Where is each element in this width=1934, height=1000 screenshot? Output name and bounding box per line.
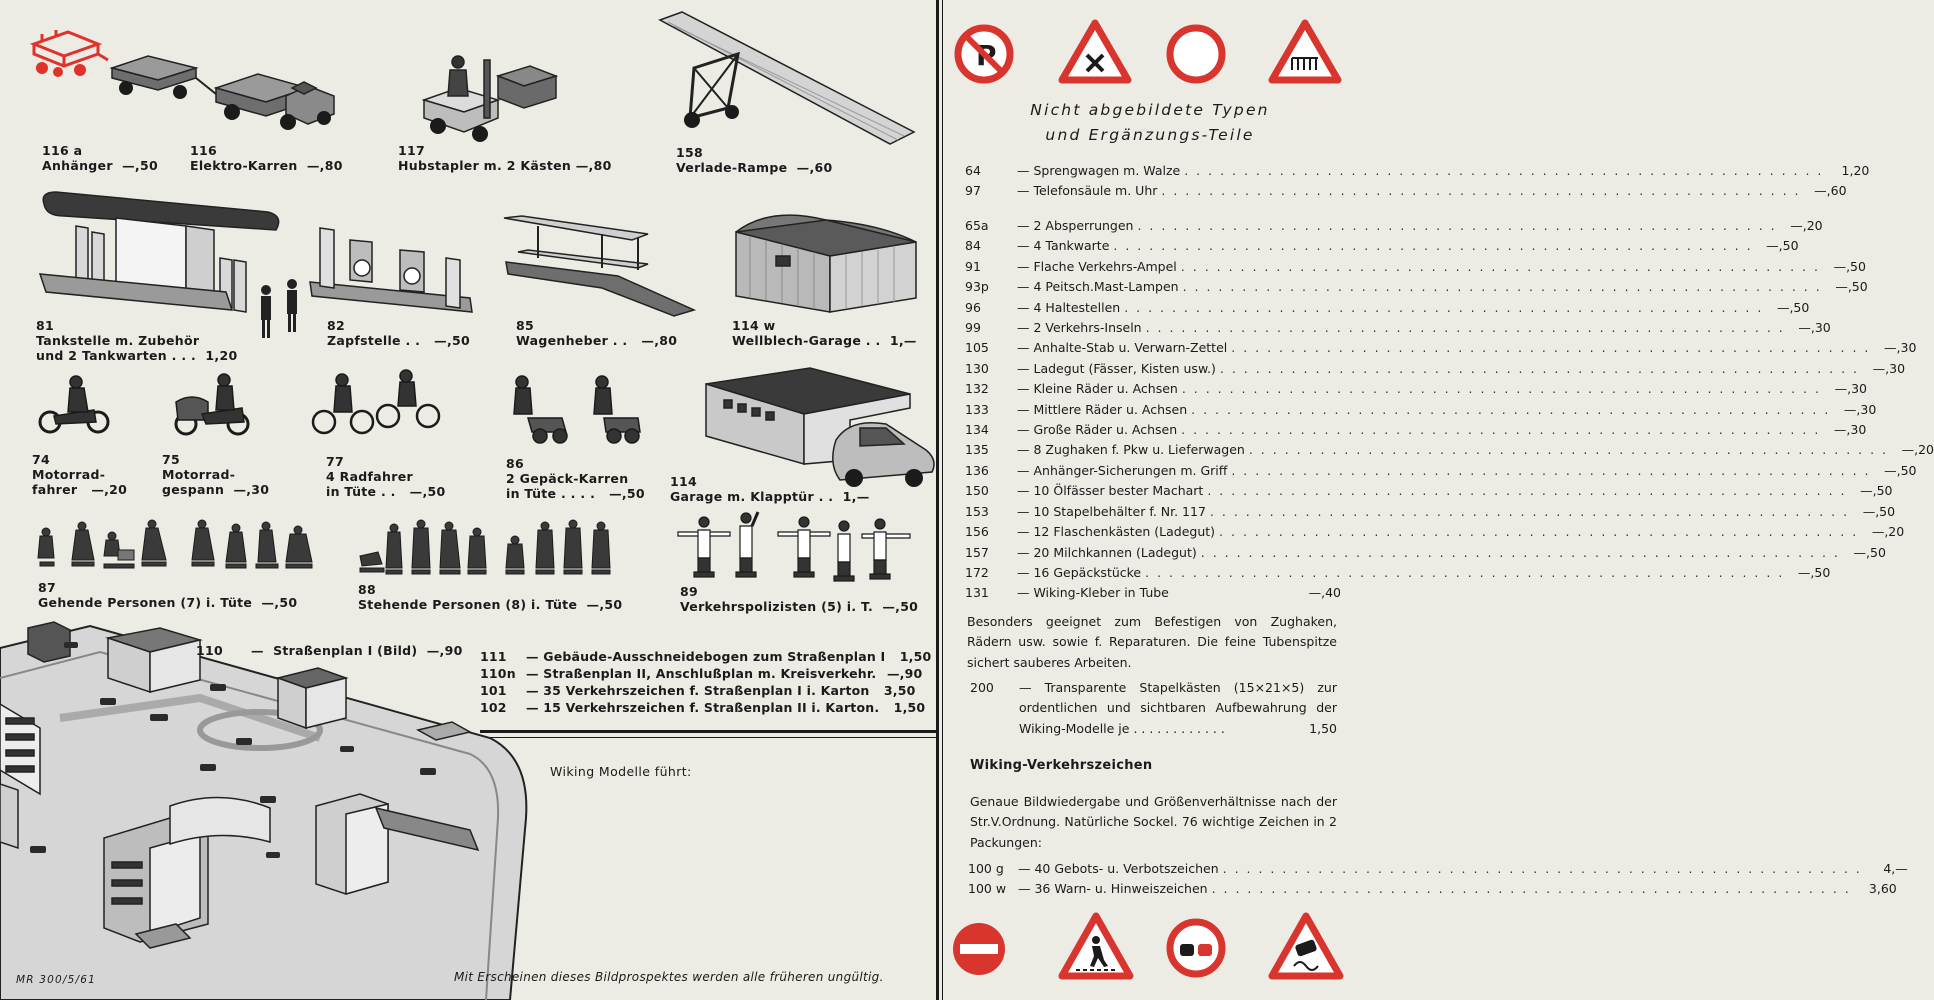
elektro-karren-116-image [108, 38, 344, 138]
footer-note: Mit Erscheinen dieses Bildprospektes wer… [454, 970, 884, 984]
motorradgespann-75-image [172, 372, 262, 444]
zapfstelle-82-image [300, 218, 480, 318]
tankstelle-81-image [36, 188, 308, 344]
wellblech-garage-114w-image [730, 212, 920, 322]
list-item: 133— Mittlere Räder u. Achsen—,30 [965, 400, 1876, 420]
no-vehicles-sign-icon [1166, 24, 1226, 88]
list-item: 134— Große Räder u. Achsen—,30 [965, 420, 1866, 440]
gehende-personen-87-image [32, 518, 328, 578]
pedestrian-warning-sign-icon [1058, 910, 1134, 986]
list-item: 65a— 2 Absperrungen—,20 [965, 216, 1823, 236]
list-item: 172— 16 Gepäckstücke—,50 [965, 563, 1830, 583]
extras-list-group2: 65a— 2 Absperrungen—,20 84— 4 Tankwarte—… [965, 216, 1934, 604]
slippery-road-sign-icon [1268, 910, 1344, 986]
list-item: 110n— Straßenplan II, Anschlußplan m. Kr… [480, 666, 923, 681]
list-item: 130— Ladegut (Fässer, Kisten usw.)—,30 [965, 359, 1905, 379]
gepaeck-karren-86-image [504, 374, 644, 446]
extras-list-group1: 64— Sprengwagen m. Walze1,20 97— Telefon… [965, 161, 1869, 202]
garage-klapptuer-114-image [700, 364, 940, 496]
no-entry-sign-icon [950, 920, 1008, 982]
dealer-box-label: Wiking Modelle führt: [550, 764, 692, 779]
dealer-box-top-line-inner [490, 737, 937, 738]
caption-110: 110— Straßenplan I (Bild) —,90 [196, 643, 463, 658]
list-item: 135— 8 Zughaken f. Pkw u. Lieferwagen—,2… [965, 440, 1934, 460]
radfahrer-77-image [311, 369, 442, 440]
no-overtaking-sign-icon [1166, 918, 1226, 982]
verkehrszeichen-list: 100 g— 40 Gebots- u. Verbotszeichen4,— 1… [968, 859, 1908, 900]
item-200: 200 — Transparente Stapelkästen (15×21×5… [970, 680, 1337, 736]
verkehrszeichen-heading: Wiking-Verkehrszeichen [970, 758, 1153, 773]
list-item: 93p— 4 Peitsch.Mast-Lampen—,50 [965, 277, 1868, 297]
print-code: MR 300/5/61 [16, 974, 97, 986]
list-item: 131— Wiking-Kleber in Tube—,40 [965, 585, 1341, 601]
list-item: 97— Telefonsäule m. Uhr—,60 [965, 181, 1847, 201]
hubstapler-117-image [418, 40, 559, 144]
wagenheber-85-image [498, 212, 698, 322]
list-item: 156— 12 Flaschenkästen (Ladegut)—,20 [965, 522, 1904, 542]
list-item: 91— Flache Verkehrs-Ampel—,50 [965, 257, 1866, 277]
verlade-rampe-158-image [634, 8, 920, 158]
kleber-note: Besonders geeignet zum Befestigen von Zu… [967, 614, 1337, 670]
extras-title-line1: Nicht abgebildete Typen [1030, 101, 1270, 119]
list-item: 150— 10 Ölfässer bester Machart—,50 [965, 481, 1893, 501]
list-item: 100 w— 36 Warn- u. Hinweiszeichen3,60 [968, 879, 1897, 899]
list-item: 64— Sprengwagen m. Walze1,20 [965, 161, 1869, 181]
column-divider-inner [942, 0, 943, 1000]
list-item: 153— 10 Stapelbehälter f. Nr. 117—,50 [965, 502, 1895, 522]
list-item: 111— Gebäude-Ausschneidebogen zum Straße… [480, 649, 932, 664]
list-item: 105— Anhalte-Stab u. Verwarn-Zettel—,30 [965, 338, 1916, 358]
list-item: 157— 20 Milchkannen (Ladegut)—,50 [965, 543, 1886, 563]
list-item: 84— 4 Tankwarte—,50 [965, 236, 1799, 256]
motorradfahrer-74-image [36, 372, 116, 442]
list-item: 96— 4 Haltestellen—,50 [965, 298, 1809, 318]
list-item: 136— Anhänger-Sicherungen m. Griff—,50 [965, 461, 1917, 481]
verkehrszeichen-text: Genaue Bildwiedergabe und Größenverhältn… [970, 794, 1337, 850]
list-item: 102— 15 Verkehrszeichen f. Straßenplan I… [480, 700, 926, 715]
verkehrspolizisten-89-image [674, 508, 914, 582]
level-crossing-sign-icon [1268, 18, 1342, 88]
crossroads-warning-sign-icon [1058, 18, 1132, 88]
no-parking-sign-icon: P [954, 24, 1014, 88]
strassenplan-110-image [0, 618, 530, 1000]
stehende-personen-88-image [356, 518, 626, 580]
dealer-box-top-line [480, 730, 937, 733]
list-item: 100 g— 40 Gebots- u. Verbotszeichen4,— [968, 859, 1908, 879]
trailer-116a-image [28, 24, 110, 80]
list-item: 132— Kleine Räder u. Achsen—,30 [965, 379, 1867, 399]
column-divider-outer [936, 0, 939, 1000]
list-item: 101— 35 Verkehrszeichen f. Straßenplan I… [480, 683, 916, 698]
extras-title-line2: und Ergänzungs-Teile [1045, 126, 1255, 144]
accessory-list: 111— Gebäude-Ausschneidebogen zum Straße… [480, 648, 932, 716]
list-item: 99— 2 Verkehrs-Inseln—,30 [965, 318, 1831, 338]
